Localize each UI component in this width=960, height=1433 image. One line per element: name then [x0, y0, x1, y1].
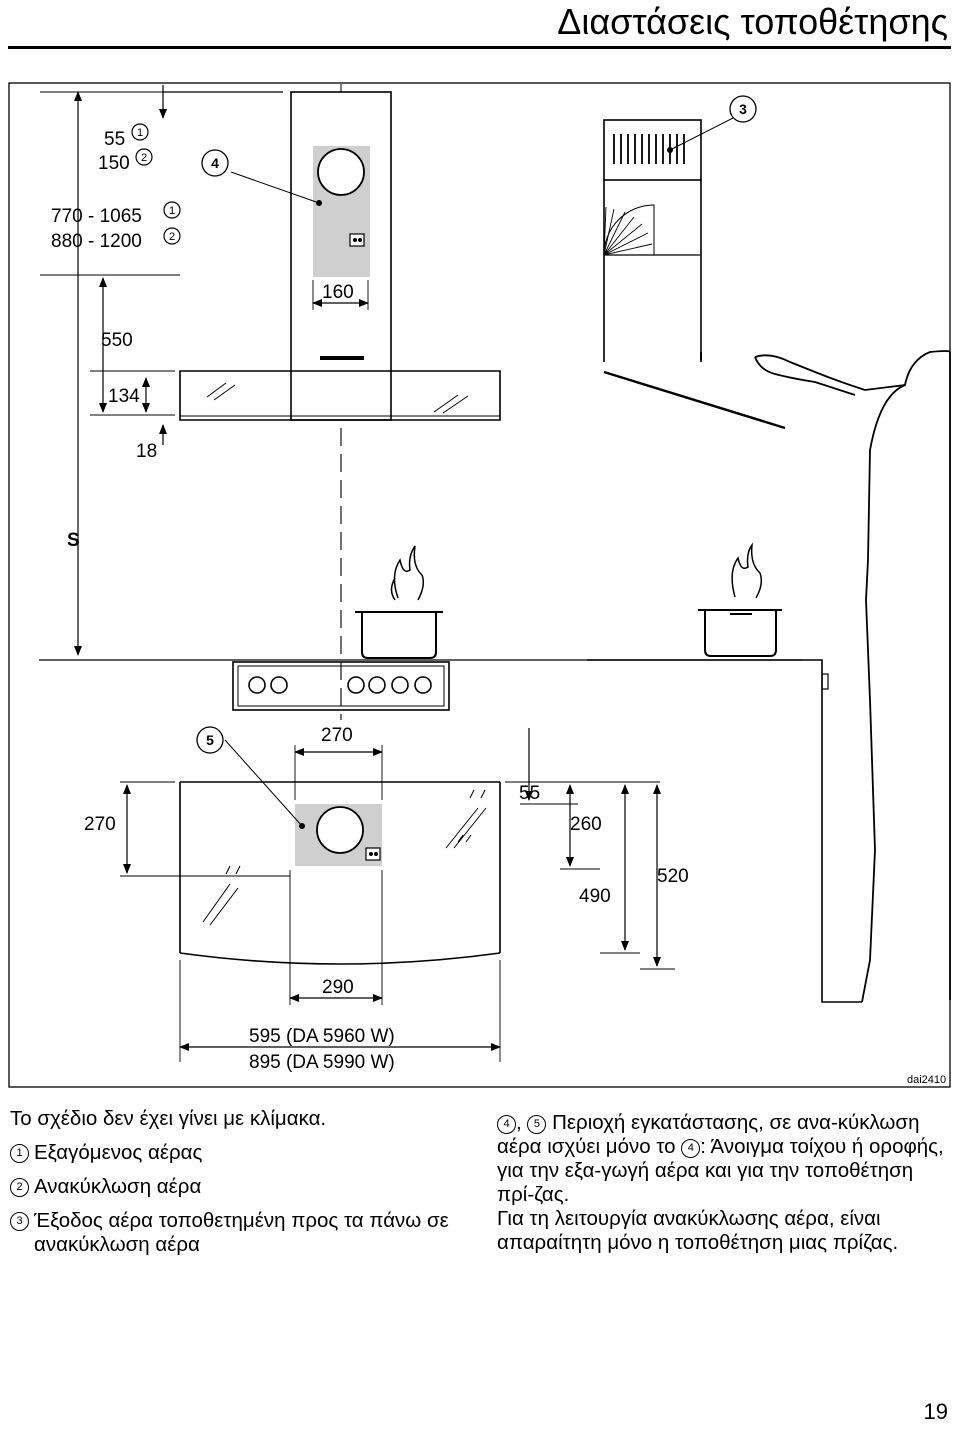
- dim-134: 134: [108, 386, 140, 407]
- person-silhouette: [754, 350, 951, 1003]
- svg-text:2: 2: [169, 231, 175, 243]
- dim-270-side: 270: [84, 814, 116, 835]
- plan-glass-hatch: [202, 789, 487, 926]
- install-note-text: : Άνοιγμα τοίχου ή οροφής, για την εξα-γ…: [497, 1135, 944, 1206]
- pot-right: [698, 609, 782, 657]
- side-view: [587, 117, 951, 1003]
- legend-item: 3 Έξοδος αέρα τοποθετημένη προς τα πάνω …: [10, 1209, 460, 1257]
- installation-drawing: 55 150 770 - 1065 880 - 1200 160 550 134…: [8, 82, 951, 1088]
- dim-290: 290: [322, 977, 354, 998]
- plan-outline-top: [180, 782, 500, 804]
- leader-3: [669, 117, 734, 151]
- dim-770-1065: 770 - 1065: [51, 206, 142, 227]
- svg-text:1: 1: [169, 205, 175, 217]
- drawing-code: dai2410: [907, 1074, 946, 1086]
- scale-note: Το σχέδιο δεν έχει γίνει με κλίμακα.: [10, 1107, 327, 1130]
- dim-270-top: 270: [321, 725, 353, 746]
- dim-160: 160: [322, 282, 354, 303]
- flame: [390, 545, 425, 601]
- glass-hatch: [206, 382, 469, 414]
- page-title: Διαστάσεις τοποθέτησης: [557, 1, 948, 42]
- callout-1-a: [131, 123, 149, 141]
- outlet-grille: [613, 134, 685, 164]
- dim-18: 18: [136, 441, 157, 462]
- dim-55: 55: [104, 129, 125, 150]
- plan-outlet-circle: [316, 806, 364, 854]
- dim-550: 550: [101, 330, 133, 351]
- svg-text:3: 3: [739, 101, 747, 117]
- air-outlet-top: [603, 119, 702, 181]
- legend-number: 3: [10, 1212, 29, 1231]
- dim-width-595: 595 (DA 5960 W): [249, 1026, 395, 1047]
- legend-item: 2 Ανακύκλωση αέρα: [10, 1175, 460, 1199]
- install-area-note: 4, 5 Περιοχή εγκατάστασης, σε ανα-κύκλωσ…: [497, 1111, 944, 1206]
- dim-880-1200: 880 - 1200: [51, 231, 142, 252]
- callout-3: [729, 95, 757, 123]
- svg-text:2: 2: [141, 152, 147, 164]
- legend-number: 1: [10, 1144, 29, 1163]
- ref-number: 4: [497, 1115, 516, 1134]
- dim-55-b: 55: [519, 783, 540, 804]
- dim-520: 520: [657, 866, 689, 887]
- dim-150: 150: [98, 153, 130, 174]
- outlet-circle: [317, 148, 365, 196]
- dim-s: S: [67, 530, 80, 551]
- ref-number: 4: [681, 1139, 701, 1158]
- svg-text:1: 1: [137, 127, 143, 139]
- legend-text: Έξοδος αέρα τοποθετημένη προς τα πάνω σε…: [34, 1209, 449, 1256]
- legend-text: Εξαγόμενος αέρας: [34, 1141, 203, 1164]
- hob-front: [232, 661, 450, 711]
- hood-canopy: [179, 370, 501, 421]
- leader-4: [230, 171, 320, 204]
- dim-260: 260: [570, 814, 602, 835]
- worktop-right: [587, 659, 862, 1003]
- canopy-side: [603, 370, 786, 430]
- fan-wheel: [603, 204, 655, 256]
- plan-front-curve: [179, 952, 501, 965]
- callout-5: [196, 726, 224, 754]
- svg-text:4: 4: [211, 155, 219, 171]
- drawing-frame: [8, 82, 951, 1088]
- install-note-column: 4, 5 Περιοχή εγκατάστασης, σε ανα-κύκλωσ…: [497, 1111, 952, 1255]
- title-rule: [8, 46, 951, 49]
- flame-right: [731, 542, 763, 599]
- leader-5: [224, 739, 303, 827]
- legend-item: 1 Εξαγόμενος αέρας: [10, 1141, 460, 1165]
- callout-4: [201, 149, 229, 177]
- recirculation-note: Για τη λειτουργία ανακύκλωσης αέρα, είνα…: [497, 1207, 899, 1254]
- dim-width-895: 895 (DA 5990 W): [249, 1052, 395, 1073]
- pot: [355, 611, 443, 659]
- legend-number: 2: [10, 1178, 29, 1197]
- dimension-lines-left: [40, 85, 369, 656]
- legend-column: Το σχέδιο δεν έχει γίνει με κλίμακα. 1 Ε…: [10, 1107, 460, 1267]
- page-number: 19: [923, 1399, 948, 1424]
- dimension-lines-plan: [120, 728, 675, 1062]
- install-note-text: Περιοχή εγκατάστασης, σε ανα-κύκλωση αέρ…: [497, 1111, 920, 1158]
- ref-number: 5: [527, 1115, 547, 1134]
- svg-text:5: 5: [206, 732, 214, 748]
- callout-2-b: [163, 227, 181, 245]
- legend-text: Ανακύκλωση αέρα: [34, 1175, 202, 1198]
- callout-1-b: [163, 201, 181, 219]
- plan-view: [179, 739, 501, 965]
- dim-490: 490: [579, 886, 611, 907]
- callout-2-a: [135, 148, 153, 166]
